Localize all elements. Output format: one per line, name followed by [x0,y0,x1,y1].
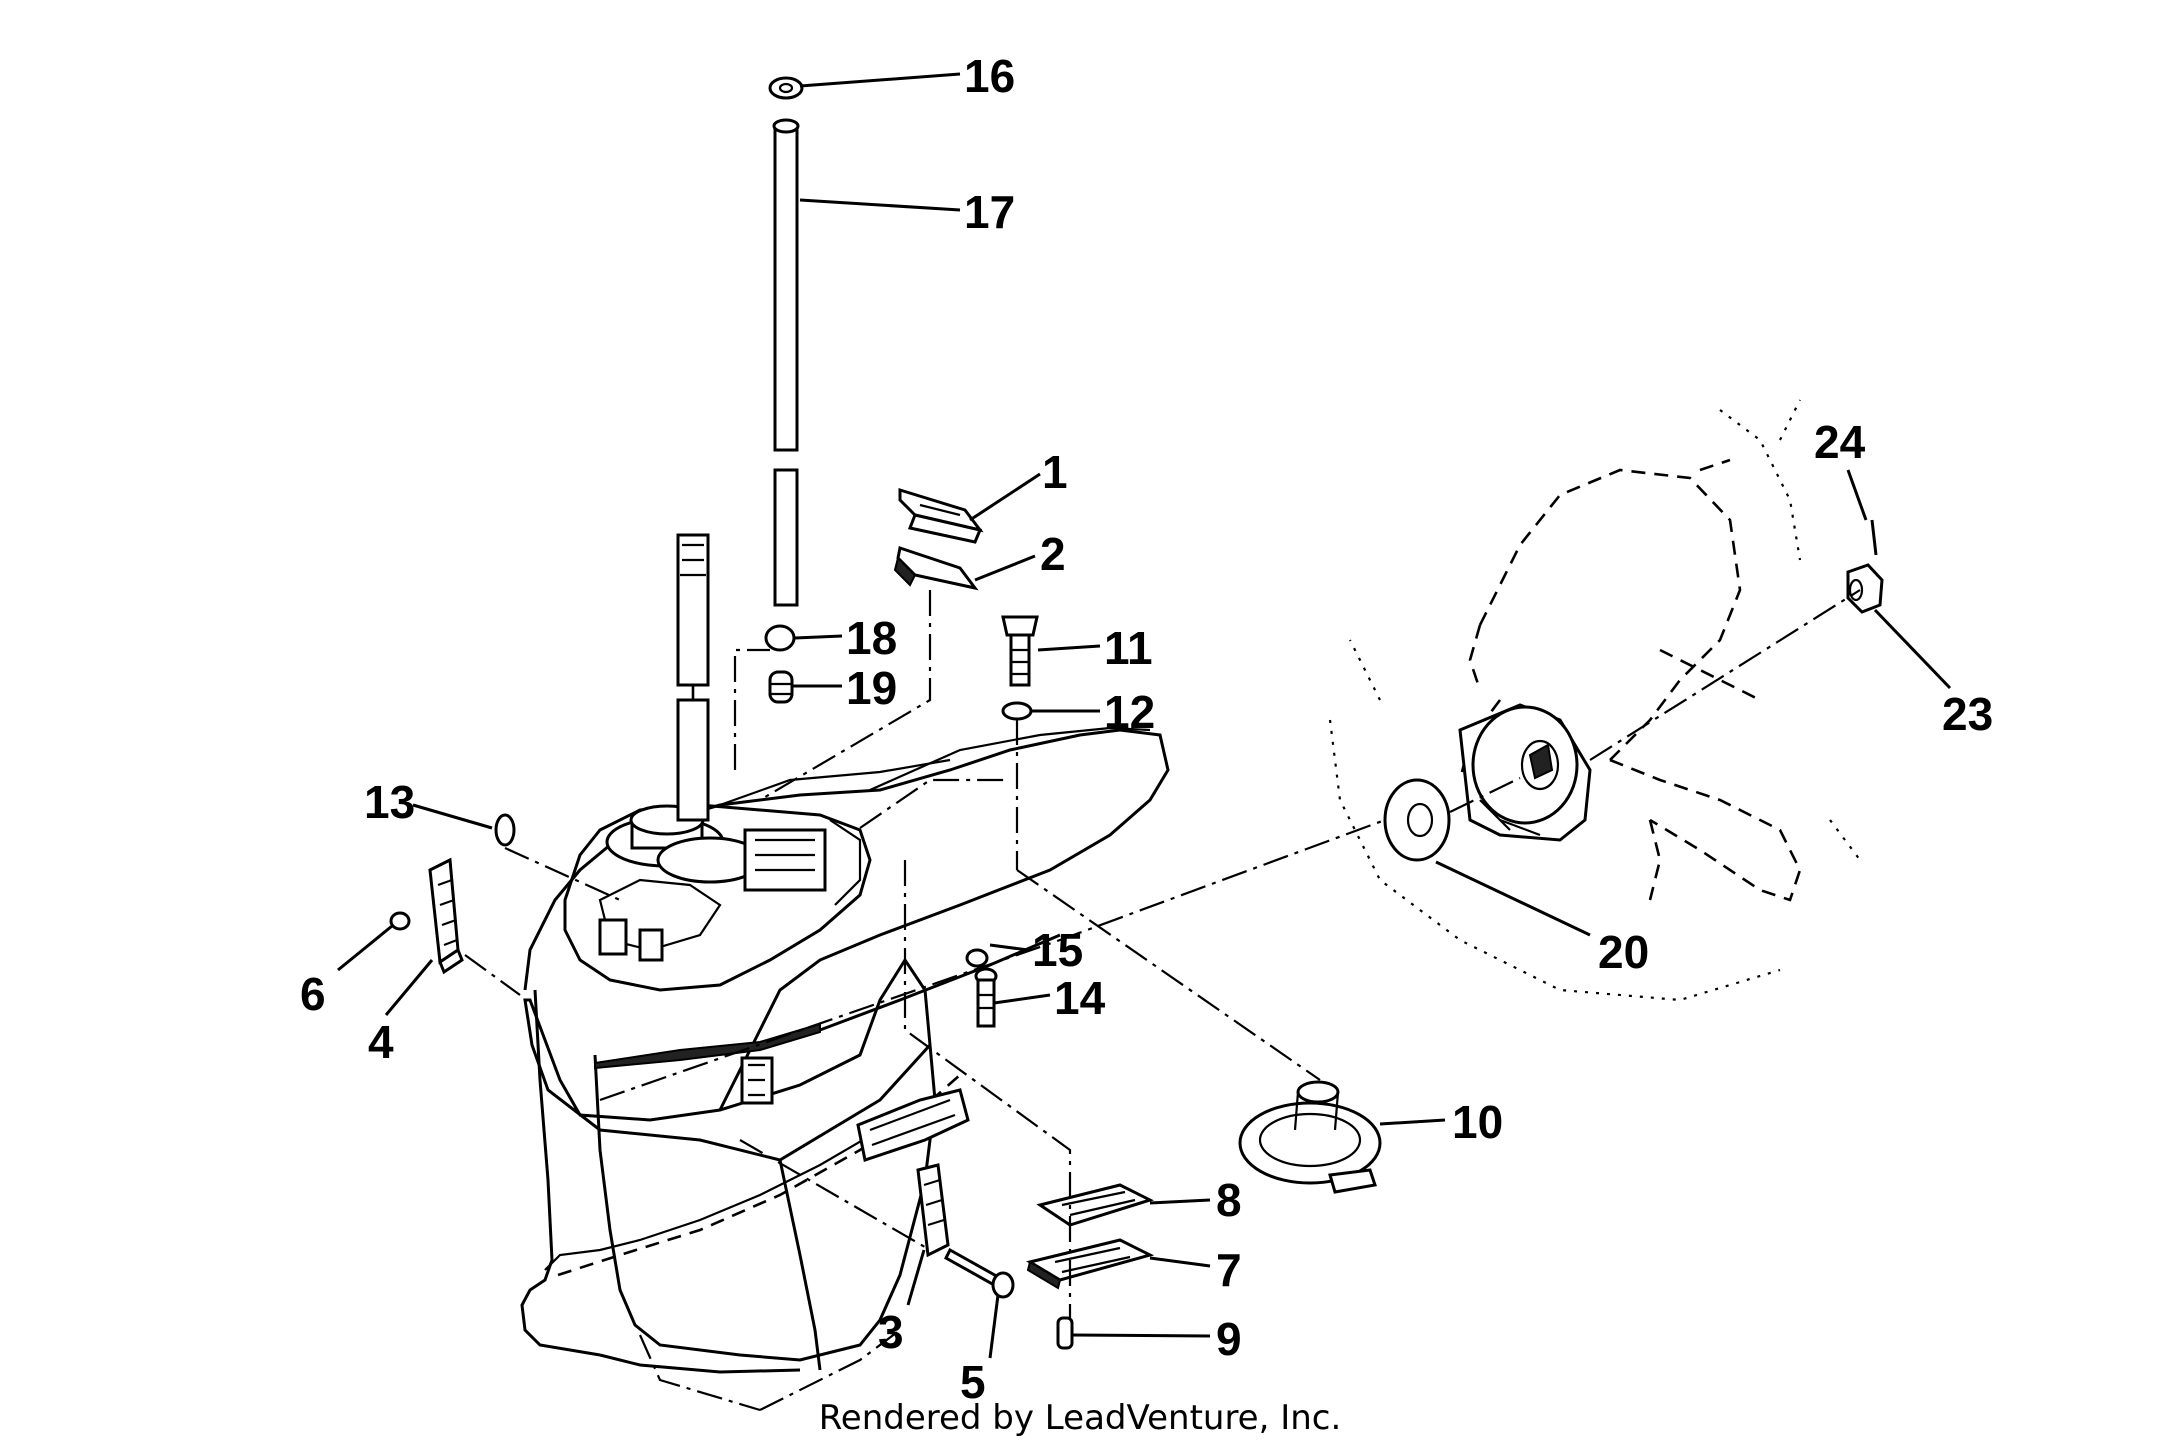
shift-rod-seal-19 [768,670,794,704]
water-pump-assembly [563,803,872,992]
screw-14 [974,967,998,1028]
screw-5 [944,1247,1015,1299]
callout-16: 16 [964,50,1015,102]
callout-17: 17 [964,186,1015,238]
callout-7: 7 [1216,1244,1242,1296]
anode-4 [428,857,464,975]
callout-8: 8 [1216,1174,1242,1226]
bolt-11 [1001,615,1039,687]
shift-rod [772,118,800,607]
screw-9 [1056,1316,1074,1350]
shift-rod-bushing-18 [764,624,796,652]
callout-18: 18 [846,612,897,664]
callout-19: 19 [846,662,897,714]
callout-20: 20 [1598,926,1649,978]
anode-2 [893,546,979,591]
callout-3: 3 [878,1306,904,1358]
callout-9: 9 [1216,1313,1242,1365]
callout-23: 23 [1942,688,1993,740]
callout-10: 10 [1452,1096,1503,1148]
washer-15 [965,948,989,968]
callout-labels: 1 2 3 4 5 6 7 8 9 10 11 12 13 14 15 16 1… [300,50,1993,1408]
callout-12: 12 [1104,686,1155,738]
callout-2: 2 [1040,528,1066,580]
trim-tab-8 [1036,1183,1154,1227]
gearcase-housing [520,533,1170,1412]
screw-6 [389,911,411,931]
callout-4: 4 [368,1016,394,1068]
retainer-16 [768,76,804,100]
water-pump-cover-10 [1238,1080,1382,1194]
assembly-centerlines [464,589,1861,1318]
anode-3 [916,1163,950,1258]
anode-1 [898,487,984,544]
callout-6: 6 [300,968,326,1020]
callout-5: 5 [960,1356,986,1408]
callout-13: 13 [364,776,415,828]
propeller-hub [1458,703,1592,842]
driveshaft [676,533,710,822]
callout-15: 15 [1032,924,1083,976]
propeller-nut-23 [1846,563,1884,614]
washer-12 [1001,701,1033,721]
cotter-pin-24 [1870,519,1878,556]
trim-tab-7 [1026,1238,1155,1290]
o-ring-13 [494,813,516,847]
callout-1: 1 [1042,446,1068,498]
footer-credit: Rendered by LeadVenture, Inc. [818,1398,1342,1438]
propeller-outline [1328,399,1861,1002]
leader-lines [337,72,1952,1359]
thrust-washer-20 [1383,778,1451,862]
callout-14: 14 [1054,972,1106,1024]
callout-11: 11 [1104,622,1153,674]
callout-24: 24 [1814,416,1866,468]
